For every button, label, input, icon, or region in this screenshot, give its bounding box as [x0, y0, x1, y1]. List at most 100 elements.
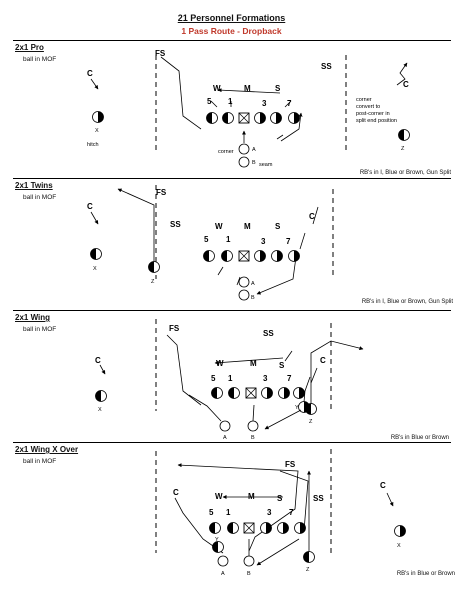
player-z: [148, 261, 160, 273]
route-cross: [264, 409, 302, 430]
player-a: [238, 276, 250, 288]
label-c-left: C: [87, 69, 93, 78]
route-fs: [166, 334, 202, 406]
panel-2x1-wing-x-over: 2x1 Wing X Over ball in MOF RB's in Blue…: [13, 442, 455, 601]
player-rt: [271, 250, 283, 262]
label-c-left: C: [87, 202, 93, 211]
label-x: X: [95, 128, 99, 134]
player-te: [294, 522, 306, 534]
route-cright: [312, 206, 319, 225]
label-1: 1: [228, 374, 233, 383]
player-a: [217, 555, 229, 567]
player-lt: [203, 250, 215, 262]
label-a: A: [221, 571, 225, 577]
route-w-stem: [210, 100, 218, 108]
route-s: [284, 100, 292, 108]
label-fs: FS: [285, 460, 296, 469]
player-lg: [228, 387, 240, 399]
route-s-post: [284, 350, 293, 362]
player-rt: [270, 112, 282, 124]
label-s: S: [279, 361, 285, 370]
route-fs2: [217, 266, 224, 276]
route-sline: [299, 232, 306, 250]
label-7: 7: [287, 374, 292, 383]
route-fs: [279, 470, 309, 532]
label-b: B: [251, 435, 255, 441]
label-fs: FS: [155, 49, 166, 58]
route-w: [214, 357, 284, 365]
label-1: 1: [226, 508, 231, 517]
label-3: 3: [267, 508, 272, 517]
label-s: S: [275, 222, 281, 231]
player-x: [95, 390, 107, 402]
label-5: 5: [207, 97, 212, 106]
note-corner-3: post-corner in: [356, 111, 390, 117]
label-c-right: C: [320, 356, 326, 365]
panel-subtitle: ball in MOF: [23, 194, 57, 201]
player-rt: [277, 522, 289, 534]
label-a: A: [252, 147, 256, 153]
header-title: 21 Personnel Formations: [177, 13, 286, 23]
player-lg: [221, 250, 233, 262]
note-corner-1: corner: [356, 97, 372, 103]
route-fs: [160, 56, 202, 130]
label-m: M: [248, 492, 255, 501]
route-y-cross: [256, 538, 300, 566]
label-z: Z: [151, 279, 155, 285]
label-y: Y: [215, 537, 219, 543]
label-1: 1: [226, 235, 231, 244]
panel-note: RB's in Blue or Brown: [390, 435, 449, 441]
player-b: [238, 289, 250, 301]
route-fs-drop: [188, 394, 222, 422]
label-c-left: C: [95, 356, 101, 365]
label-c-left: C: [173, 488, 179, 497]
label-seam: seam: [259, 162, 273, 168]
player-rg: [260, 522, 272, 534]
player-x: [92, 111, 104, 123]
label-fs: FS: [156, 188, 167, 197]
player-x: [394, 525, 406, 537]
panel-note: RB's in I, Blue or Brown, Gun Split: [361, 299, 453, 305]
label-m: M: [244, 84, 251, 93]
player-te: [288, 250, 300, 262]
label-fs: FS: [169, 324, 180, 333]
label-ss: SS: [263, 329, 274, 338]
label-7: 7: [286, 237, 291, 246]
label-z: Z: [401, 146, 405, 152]
panel-note: RB's in Blue or Brown: [396, 571, 455, 577]
panel-title: 2x1 Twins: [15, 181, 53, 190]
header-subtitle: 1 Pass Route - Dropback: [181, 26, 282, 36]
label-c-right: C: [309, 212, 315, 221]
label-5: 5: [209, 508, 214, 517]
label-b: B: [247, 571, 251, 577]
label-7: 7: [287, 99, 292, 108]
panel-2x1-wing: 2x1 Wing ball in MOF RB's in Blue or Bro…: [13, 310, 451, 443]
label-3: 3: [263, 374, 268, 383]
label-s: S: [277, 494, 283, 503]
player-z: [305, 403, 317, 415]
label-5: 5: [211, 374, 216, 383]
route-y: [303, 376, 311, 403]
panel-subtitle: ball in MOF: [23, 458, 57, 465]
player-rt: [278, 387, 290, 399]
player-b: [247, 420, 259, 432]
label-ss: SS: [170, 220, 181, 229]
route-te: [256, 256, 297, 295]
label-ss: SS: [313, 494, 324, 503]
label-c-right: C: [380, 481, 386, 490]
player-lt: [209, 522, 221, 534]
player-z: [398, 129, 410, 141]
route-c-left: [90, 211, 99, 225]
panel-title: 2x1 Pro: [15, 43, 44, 52]
label-z: Z: [306, 567, 310, 573]
panel-2x1-pro: 2x1 Pro ball in MOF RB's in I, Blue or B…: [13, 40, 451, 179]
panel-subtitle: ball in MOF: [23, 326, 57, 333]
panel-subtitle: ball in MOF: [23, 56, 57, 63]
route-ss: [280, 112, 303, 142]
label-x: X: [93, 266, 97, 272]
player-rg: [254, 112, 266, 124]
route-s2: [276, 134, 284, 140]
play-diagram: FS SS W M S C C 5 1 3 7 Y Z X A B: [95, 319, 364, 441]
play-diagram: FS SS W M S C C 5 1 3 7 X Z A B: [87, 185, 334, 301]
label-ss: SS: [321, 62, 332, 71]
